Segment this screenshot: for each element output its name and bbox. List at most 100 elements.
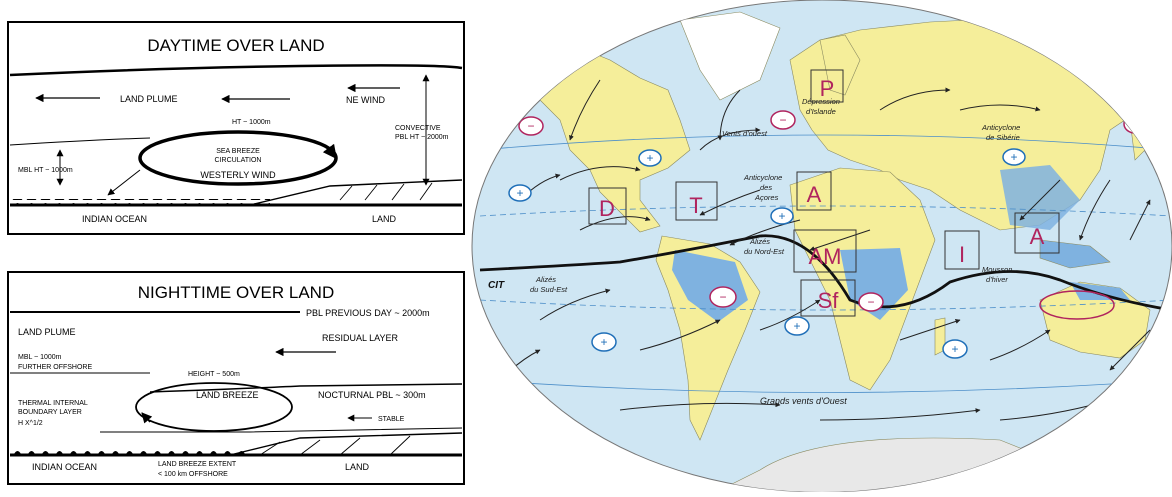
- low-symbol: [770, 110, 796, 130]
- box-p: [810, 69, 844, 103]
- low-symbol-label: −: [867, 295, 874, 309]
- box-label-d: D: [599, 196, 615, 221]
- circulation-arrow: [322, 143, 337, 160]
- low-symbol: [518, 116, 544, 136]
- cit-line: [479, 234, 1172, 312]
- night-land-plume: LAND PLUME: [18, 327, 76, 337]
- box-label-am: AM: [809, 244, 842, 269]
- night-land-hatching: [259, 435, 411, 456]
- night-height: HEIGHT ~ 500m: [188, 371, 240, 378]
- daytime-ht: HT ~ 1000m: [232, 119, 271, 126]
- sea-breeze-label-1: SEA BREEZE: [216, 148, 260, 155]
- daytime-title: DAYTIME OVER LAND: [147, 36, 324, 55]
- box-label-i: I: [959, 242, 965, 267]
- daytime-land-surface: [249, 179, 463, 206]
- label-alizes-ne-1: Alizés: [749, 237, 770, 246]
- high-symbol-label: +: [600, 335, 607, 349]
- wet-zone-south-asia: [1000, 165, 1080, 230]
- daytime-land-plume: LAND PLUME: [120, 94, 178, 104]
- high-symbol-label: +: [778, 209, 785, 223]
- label-cit: CIT: [488, 280, 505, 291]
- label-mousson-1: Mousson: [982, 265, 1012, 274]
- daytime-mbl: MBL HT ~ 1000m: [18, 167, 73, 174]
- label-depression-2: d'Islande: [806, 107, 836, 116]
- high-symbol-label: +: [793, 319, 800, 333]
- high-symbol-label: +: [1010, 150, 1017, 164]
- night-tibl-1: THERMAL INTERNAL: [18, 400, 88, 407]
- night-land-breeze: LAND BREEZE: [196, 390, 259, 400]
- world-map: − − − − − + + + + +: [471, 0, 1172, 493]
- label-acores-1: Anticyclone: [743, 173, 782, 182]
- low-symbol: [1123, 114, 1147, 134]
- wet-zone-north-australia: [1070, 282, 1130, 300]
- high-symbol: [591, 332, 617, 352]
- night-ocean-waves: [10, 449, 250, 455]
- high-symbol: [508, 184, 532, 202]
- daytime-westerly: WESTERLY WIND: [200, 170, 276, 180]
- mbl-line: [9, 137, 151, 146]
- high-symbol-label: +: [646, 151, 653, 165]
- label-mousson-2: d'hiver: [986, 275, 1008, 284]
- label-acores-2: des: [760, 183, 772, 192]
- pressure-highs: + + + + + + +: [508, 148, 1026, 359]
- daytime-ne-wind: NE WIND: [346, 95, 385, 105]
- night-tibl-3: H X^1/2: [18, 420, 43, 427]
- land-indonesia: [1039, 239, 1111, 269]
- nighttime-panel: NIGHTTIME OVER LAND PBL PREVIOUS DAY ~ 2…: [7, 271, 465, 485]
- box-a1: [796, 171, 832, 211]
- low-symbol-label: −: [719, 290, 726, 304]
- low-symbol-label: −: [1131, 117, 1138, 131]
- box-label-sf: Sf: [818, 288, 840, 313]
- night-extent-2: < 100 km OFFSHORE: [158, 471, 228, 478]
- low-symbol: [1039, 290, 1115, 320]
- label-alizes-se-1: Alizés: [535, 275, 556, 284]
- night-ocean-label: INDIAN OCEAN: [32, 462, 97, 472]
- land-breeze-ellipse: [135, 382, 293, 432]
- box-i: [944, 230, 980, 270]
- night-land-label: LAND: [345, 462, 370, 472]
- daytime-pbl-top: [9, 64, 463, 77]
- high-symbol-label: +: [516, 186, 523, 200]
- annotation-boxes: [588, 69, 1060, 317]
- night-residual: RESIDUAL LAYER: [322, 333, 399, 343]
- high-symbol: [942, 339, 968, 359]
- daytime-land-hatching: [339, 182, 433, 201]
- label-vents-ouest: Vents d'ouest: [722, 129, 768, 138]
- low-symbol-label: −: [779, 113, 786, 127]
- box-t: [675, 181, 718, 221]
- high-symbol: [1002, 148, 1026, 166]
- high-symbol-label: +: [951, 342, 958, 356]
- label-siberie-2: de Sibérie: [986, 133, 1020, 142]
- low-symbol: [709, 286, 737, 308]
- land-scandinavia: [819, 34, 861, 96]
- land-greenland: [679, 11, 781, 101]
- high-symbol: [638, 149, 662, 167]
- low-symbol-label: −: [527, 119, 534, 133]
- daytime-frame: [7, 21, 465, 235]
- latitude-lines: [479, 134, 1172, 393]
- box-label-a1: A: [807, 182, 822, 207]
- box-label-p: P: [820, 76, 835, 101]
- label-acores-3: Açores: [754, 193, 779, 202]
- box-am: [793, 229, 857, 273]
- daytime-convective-2: PBL HT ~ 2000m: [395, 134, 449, 141]
- high-symbol: [770, 207, 794, 225]
- daytime-ocean-label: INDIAN OCEAN: [82, 214, 147, 224]
- night-mbl-1: MBL ~ 1000m: [18, 354, 62, 361]
- daytime-panel: DAYTIME OVER LAND LAND PLUME NE WIND HT …: [7, 21, 465, 235]
- night-land-surface: [229, 432, 463, 456]
- night-nocturnal: NOCTURNAL PBL ~ 300m: [318, 390, 426, 400]
- box-label-t: T: [689, 193, 702, 218]
- sea-breeze-label-2: CIRCULATION: [215, 157, 262, 164]
- box-a2: [1014, 212, 1060, 254]
- descent-arrow: [107, 169, 141, 196]
- box-label-a2: A: [1030, 224, 1045, 249]
- box-d: [588, 187, 627, 225]
- low-symbol: [858, 292, 884, 312]
- label-siberie-1: Anticyclone: [981, 123, 1020, 132]
- box-sf: [800, 279, 856, 317]
- map-content: − − − − − + + + + +: [479, 11, 1172, 492]
- daytime-ocean-waves: [10, 199, 270, 205]
- label-alizes-se-2: du Sud-Est: [530, 285, 568, 294]
